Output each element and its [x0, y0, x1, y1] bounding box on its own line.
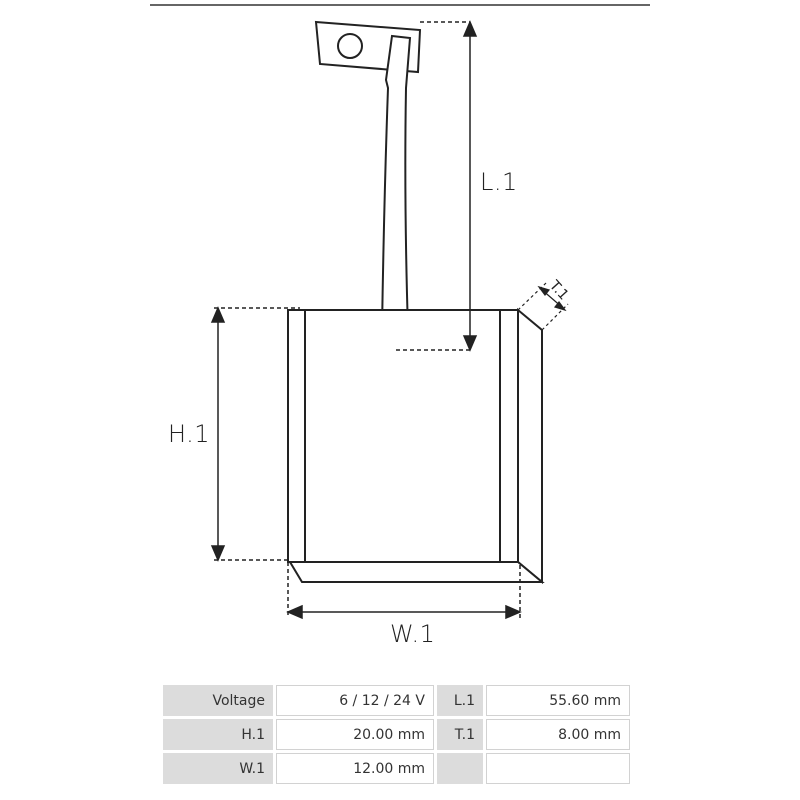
spec-value: 12.00 mm	[276, 753, 434, 784]
spec-label: T.1	[437, 719, 483, 750]
table-row: H.1 20.00 mm T.1 8.00 mm	[163, 719, 630, 750]
spec-label	[437, 753, 483, 784]
spec-label: W.1	[163, 753, 273, 784]
shunt-lead	[380, 34, 412, 352]
dimension-w1	[286, 562, 522, 620]
table-row: Voltage 6 / 12 / 24 V L.1 55.60 mm	[163, 685, 630, 716]
label-t1: T.1	[545, 277, 571, 303]
spec-label: H.1	[163, 719, 273, 750]
dimension-l1	[396, 20, 478, 352]
label-w1: W.1	[390, 620, 435, 648]
label-h1: H.1	[168, 420, 210, 448]
spec-value: 20.00 mm	[276, 719, 434, 750]
spec-value: 8.00 mm	[486, 719, 630, 750]
dimension-t1	[517, 282, 569, 331]
dimension-h1	[210, 306, 300, 562]
spec-label: Voltage	[163, 685, 273, 716]
carbon-brush-diagram: L.1 H.1 W.1 T.1	[150, 4, 650, 648]
table-row: W.1 12.00 mm	[163, 753, 630, 784]
label-l1: L.1	[480, 168, 518, 196]
spec-value: 6 / 12 / 24 V	[276, 685, 434, 716]
spec-label: L.1	[437, 685, 483, 716]
specifications-table: Voltage 6 / 12 / 24 V L.1 55.60 mm H.1 2…	[160, 682, 633, 787]
brush-body	[287, 307, 545, 585]
spec-value	[486, 753, 630, 784]
spec-value: 55.60 mm	[486, 685, 630, 716]
